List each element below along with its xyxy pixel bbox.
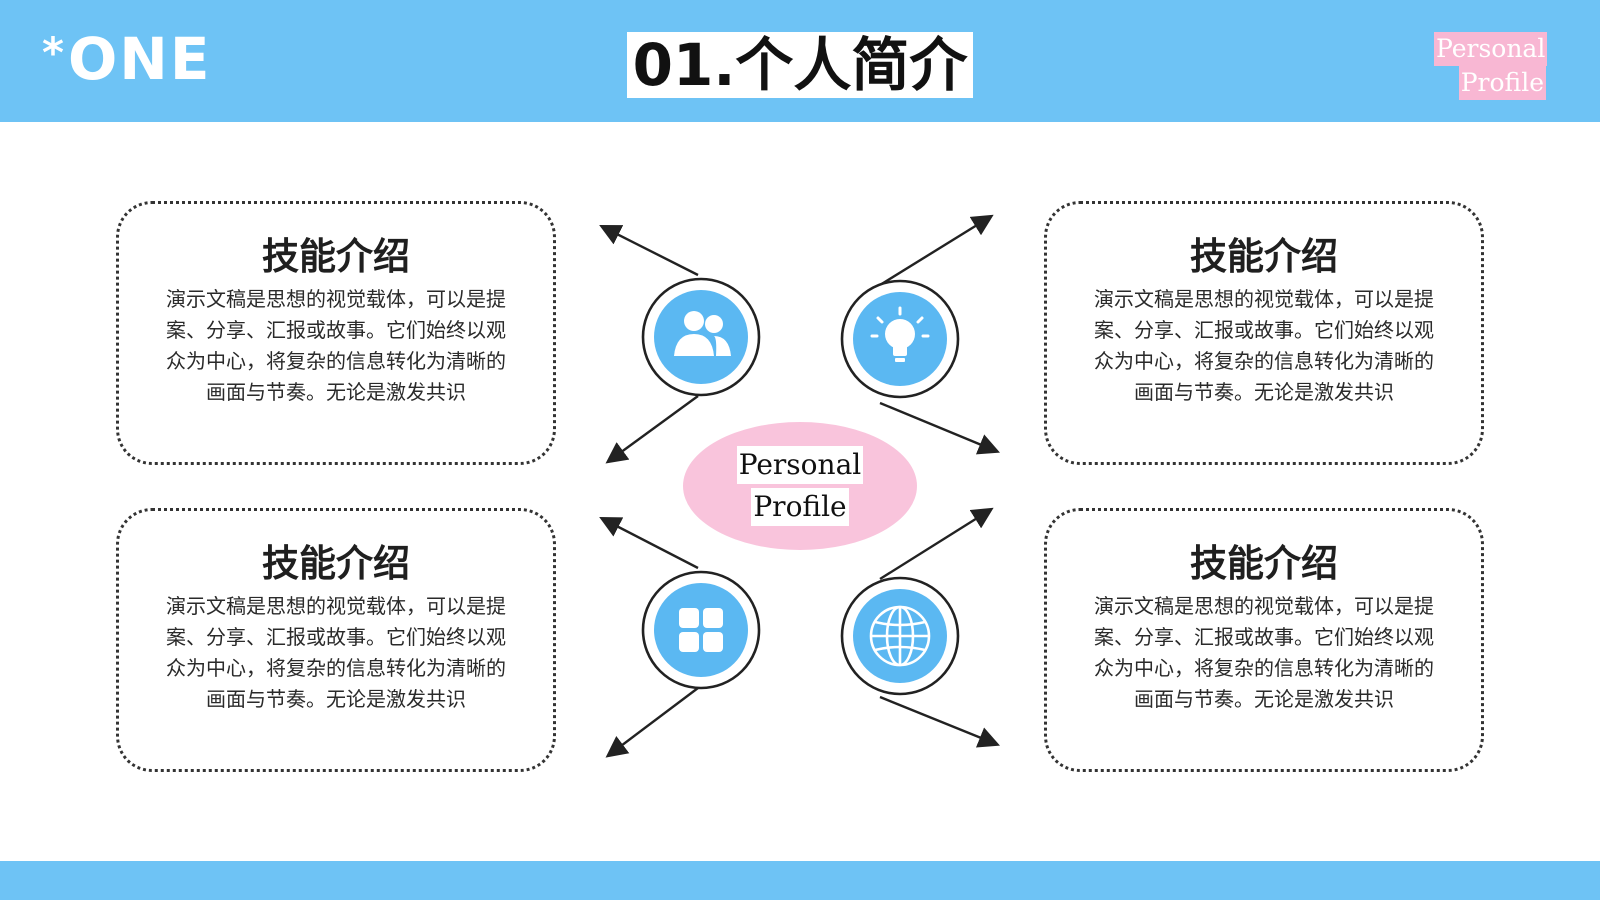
connector-arrow [879, 695, 1001, 748]
card-body: 演示文稿是思想的视觉载体，可以是提案、分享、汇报或故事。它们始终以观众为中心，将… [1094, 287, 1434, 404]
card-body: 演示文稿是思想的视觉载体，可以是提案、分享、汇报或故事。它们始终以观众为中心，将… [166, 594, 506, 711]
connector-arrow [599, 517, 699, 570]
card-body: 演示文稿是思想的视觉载体，可以是提案、分享、汇报或故事。它们始终以观众为中心，将… [1094, 594, 1434, 711]
skill-card-bottom-right: 技能介绍 演示文稿是思想的视觉载体，可以是提案、分享、汇报或故事。它们始终以观众… [1044, 508, 1484, 772]
connector-arrow [605, 395, 699, 464]
header-tag-line1: Personal [1434, 32, 1548, 66]
logo-text: ONE [67, 25, 212, 93]
skill-card-bottom-left: 技能介绍 演示文稿是思想的视觉载体，可以是提案、分享、汇报或故事。它们始终以观众… [116, 508, 556, 772]
logo: *ONE [42, 30, 211, 88]
connector-arrow [879, 401, 1000, 455]
page-title: 01.个人简介 [627, 32, 973, 98]
card-title: 技能介绍 [262, 542, 410, 585]
skill-card-top-left: 技能介绍 演示文稿是思想的视觉载体，可以是提案、分享、汇报或故事。它们始终以观众… [116, 201, 556, 465]
header-tag-line2: Profile [1458, 66, 1546, 100]
connector-arrow [879, 214, 994, 287]
card-title: 技能介绍 [262, 235, 410, 278]
apps-grid-icon [641, 570, 761, 690]
card-body: 演示文稿是思想的视觉载体，可以是提案、分享、汇报或故事。它们始终以观众为中心，将… [166, 287, 506, 404]
header-tag: Personal Profile [1434, 32, 1548, 100]
center-label-line2: Profile [751, 488, 849, 526]
center-label-line1: Personal [736, 446, 864, 484]
users-icon [641, 277, 761, 397]
card-title: 技能介绍 [1190, 542, 1338, 585]
logo-star: * [42, 28, 66, 77]
connector-arrow [879, 507, 994, 581]
connector-arrow [599, 225, 699, 277]
globe-icon [840, 576, 960, 696]
connector-arrow [605, 687, 699, 758]
skill-card-top-right: 技能介绍 演示文稿是思想的视觉载体，可以是提案、分享、汇报或故事。它们始终以观众… [1044, 201, 1484, 465]
card-title: 技能介绍 [1190, 235, 1338, 278]
center-profile-badge: Personal Profile [683, 422, 917, 550]
footer-band [0, 861, 1600, 900]
lightbulb-icon [840, 279, 960, 399]
